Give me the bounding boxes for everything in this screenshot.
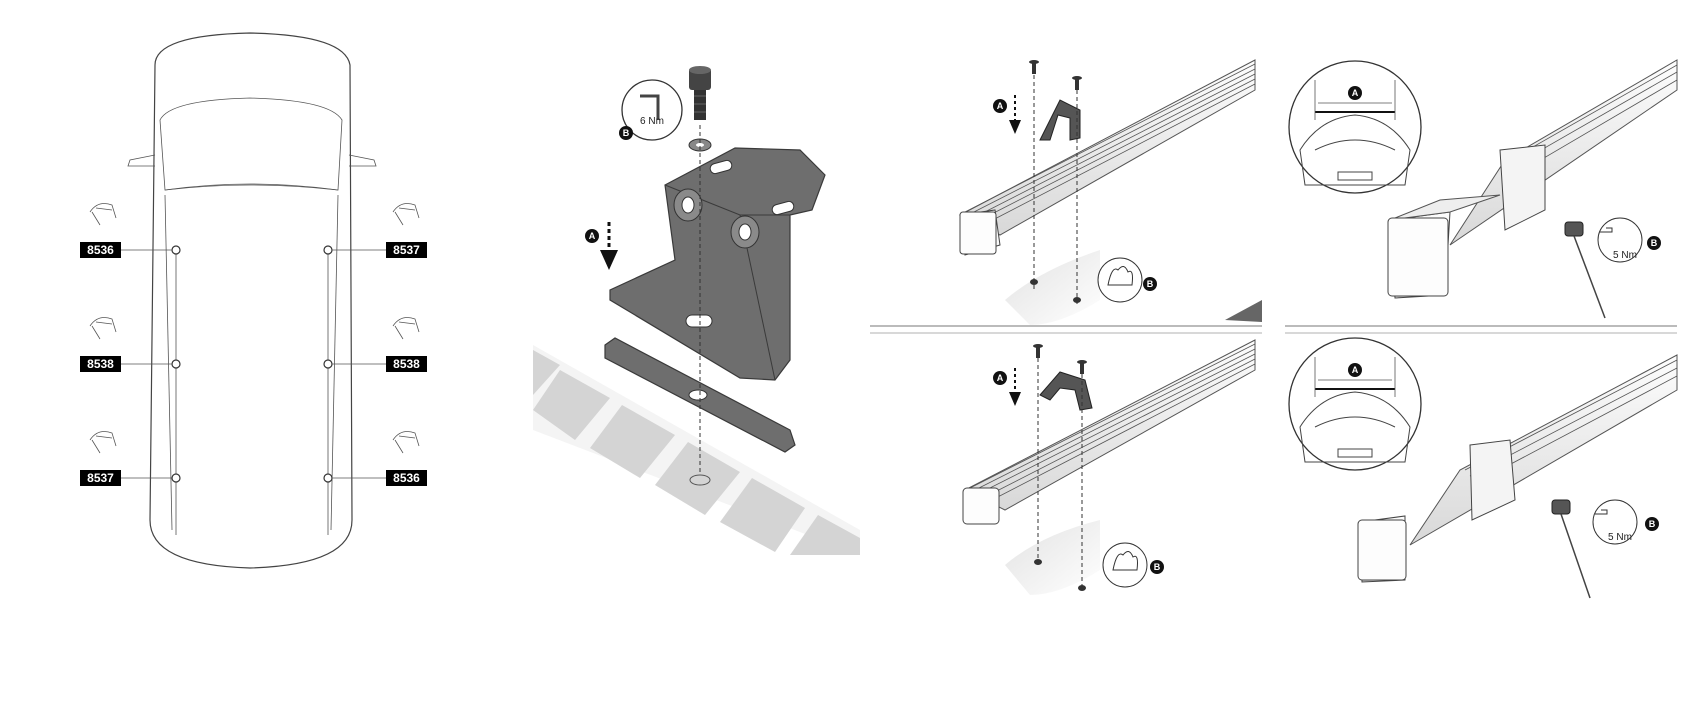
end-bottom-torque: 5 Nm xyxy=(1608,532,1632,543)
bracket-plate xyxy=(609,147,826,381)
label-left-front: 8536 xyxy=(80,242,121,258)
label-left-front-text: 8536 xyxy=(87,243,114,257)
label-right-rear-text: 8536 xyxy=(393,471,420,485)
end-bottom: A 5 Nm B xyxy=(1288,337,1678,599)
down-arrow-a: A xyxy=(585,222,618,270)
label-right-mid: 8538 xyxy=(386,356,427,372)
label-left-mid: 8538 xyxy=(80,356,121,372)
end-bottom-measure: A xyxy=(1352,365,1359,375)
end-top-torque: 5 Nm xyxy=(1613,250,1637,261)
label-right-mid-text: 8538 xyxy=(393,357,420,371)
bar-top-step-b: B xyxy=(1147,279,1154,289)
label-left-mid-text: 8538 xyxy=(87,357,114,371)
bar-bottom-step-a: A xyxy=(997,373,1004,383)
bar-bottom-step-b: B xyxy=(1154,562,1161,572)
mount-point-right-front xyxy=(323,203,420,255)
bolt xyxy=(688,66,712,152)
bar-top-arrow-a: A xyxy=(993,95,1021,134)
mount-point-right-mid xyxy=(323,317,420,369)
car-top-view xyxy=(127,32,377,569)
end-bottom-step-b: B xyxy=(1649,519,1656,529)
bracket-step-b: B xyxy=(623,128,630,138)
end-top-measure: A xyxy=(1352,88,1359,98)
mount-point-left-mid xyxy=(89,317,181,369)
bar-top-step-a: A xyxy=(997,101,1004,111)
label-right-rear: 8536 xyxy=(386,470,427,486)
label-right-front: 8537 xyxy=(386,242,427,258)
bar-top: B xyxy=(958,59,1256,325)
end-top: A 5 Nm B xyxy=(1288,59,1678,319)
bracket-step-a: A xyxy=(589,231,596,241)
mount-point-left-rear xyxy=(89,431,181,483)
hex-key-callout: 6 Nm B xyxy=(619,79,683,141)
label-left-rear-text: 8537 xyxy=(87,471,114,485)
label-left-rear: 8537 xyxy=(80,470,121,486)
mount-point-right-rear xyxy=(323,431,420,483)
bar-bottom: B xyxy=(962,339,1256,595)
bracket-torque: 6 Nm xyxy=(640,116,664,127)
mount-point-left-front xyxy=(89,203,181,255)
label-right-front-text: 8537 xyxy=(393,243,420,257)
bar-bottom-arrow-a: A xyxy=(993,368,1021,406)
end-top-step-b: B xyxy=(1651,238,1658,248)
roof-rail-stripes xyxy=(533,345,860,555)
